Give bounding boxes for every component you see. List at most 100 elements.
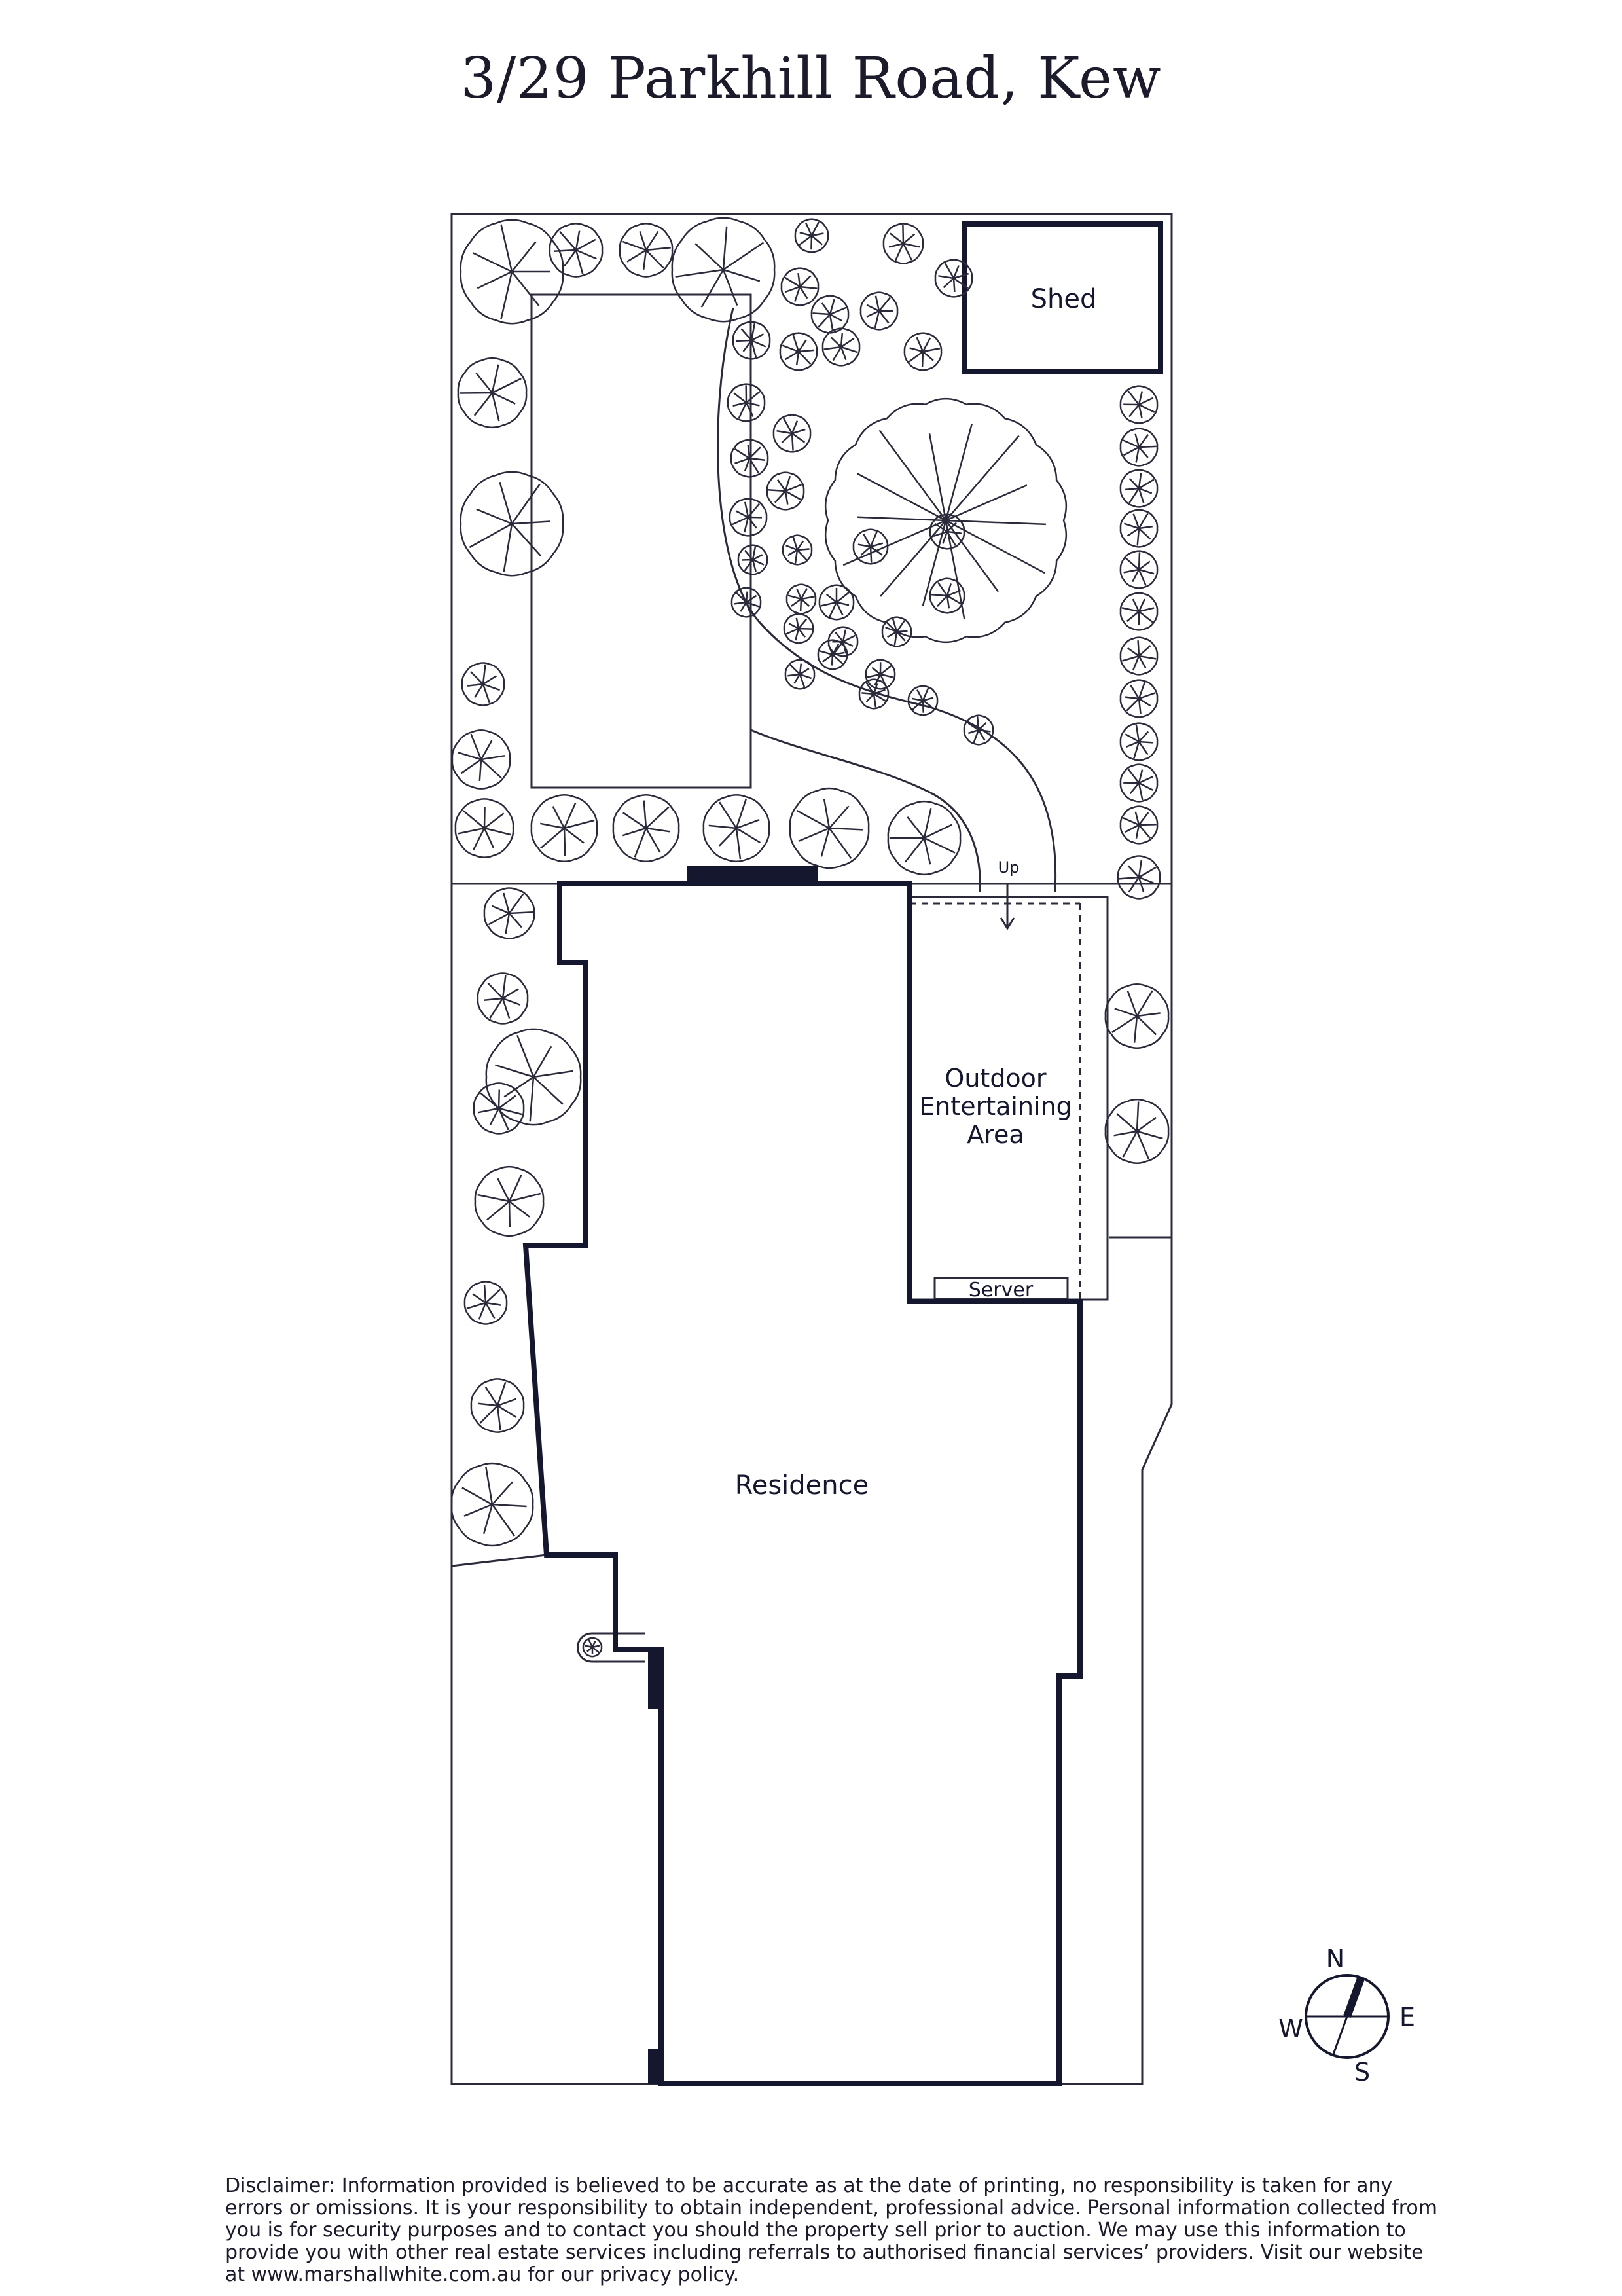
tree-canopy bbox=[785, 583, 817, 615]
tree-branch bbox=[746, 391, 761, 403]
tree-branch bbox=[1127, 390, 1140, 405]
tree-branch bbox=[836, 601, 850, 606]
tree-branch bbox=[575, 249, 584, 274]
tree-branch bbox=[799, 286, 808, 299]
west-side-line bbox=[451, 1554, 547, 1567]
tree-canopy bbox=[780, 267, 820, 306]
tree-branch bbox=[922, 520, 947, 606]
tree-branch bbox=[1126, 991, 1138, 1017]
tree-branch bbox=[469, 670, 484, 685]
tree-branch bbox=[485, 1302, 501, 1306]
tree-branch bbox=[873, 693, 877, 708]
tree-branch bbox=[501, 975, 507, 999]
up-arrow-head bbox=[1000, 917, 1015, 930]
tree-branch bbox=[865, 693, 874, 702]
tree-branch bbox=[1126, 740, 1140, 748]
tree-branch bbox=[484, 812, 505, 829]
tree-branch bbox=[734, 457, 750, 464]
tree-branch bbox=[735, 798, 748, 829]
tree-branch bbox=[752, 554, 763, 561]
tree-canopy bbox=[1119, 428, 1159, 467]
tree-canopy bbox=[1104, 1099, 1170, 1164]
tree-branch bbox=[819, 649, 833, 656]
tree-symbol bbox=[737, 544, 768, 575]
tree-branch bbox=[480, 759, 502, 779]
tree-branch bbox=[821, 653, 833, 663]
tree-canopy bbox=[582, 1637, 603, 1658]
tree-branch bbox=[734, 448, 750, 460]
tree-branch bbox=[539, 828, 565, 849]
tree-symbol bbox=[1117, 855, 1161, 900]
tree-branch bbox=[626, 249, 647, 263]
tree-branch bbox=[946, 594, 962, 605]
tree-branch bbox=[492, 1503, 527, 1508]
compass-n: N bbox=[1326, 1944, 1344, 1973]
tree-branch bbox=[1138, 391, 1144, 405]
tree-branch bbox=[533, 1076, 564, 1105]
tree-branch bbox=[749, 457, 765, 462]
tree-branch bbox=[472, 828, 486, 850]
tree-branch bbox=[508, 1201, 511, 1228]
tree-branch bbox=[1138, 569, 1147, 586]
pool-outline bbox=[530, 293, 752, 789]
tree-branch bbox=[894, 243, 905, 261]
tree-branch bbox=[1125, 557, 1140, 570]
tree-branch bbox=[736, 592, 747, 603]
tree-symbol bbox=[470, 1378, 525, 1433]
tree-branch bbox=[1138, 824, 1151, 839]
tree-branch bbox=[829, 306, 847, 316]
tree-branch bbox=[463, 810, 485, 829]
tree-symbol bbox=[457, 357, 528, 429]
tree-branch bbox=[1138, 560, 1151, 571]
tree-branch bbox=[777, 479, 787, 492]
tree-branch bbox=[829, 299, 835, 315]
tree-branch bbox=[921, 351, 924, 367]
tree-branch bbox=[483, 806, 486, 829]
tree-branch bbox=[953, 277, 969, 289]
tree-symbol bbox=[963, 714, 994, 746]
tree-branch bbox=[797, 272, 801, 287]
tree-branch bbox=[1138, 655, 1157, 660]
tree-branch bbox=[842, 629, 847, 642]
tree-branch bbox=[793, 674, 801, 684]
tree-canopy bbox=[450, 1462, 534, 1547]
outdoor-label-3: Area bbox=[967, 1120, 1024, 1149]
tree-canopy bbox=[454, 798, 514, 858]
tree-symbol bbox=[454, 798, 514, 858]
tree-branch bbox=[470, 733, 482, 760]
tree-canopy bbox=[1119, 679, 1159, 718]
tree-branch bbox=[496, 1405, 501, 1430]
tree-branch bbox=[835, 602, 844, 616]
tree-branch bbox=[944, 263, 955, 279]
tree-canopy bbox=[457, 357, 528, 429]
tree-branch bbox=[842, 519, 946, 566]
tree-branch bbox=[1138, 876, 1154, 884]
tree-branch bbox=[902, 243, 913, 261]
tree-canopy bbox=[1119, 805, 1159, 845]
tree-branch bbox=[735, 828, 742, 860]
tree-symbol bbox=[858, 678, 890, 710]
tree-canopy bbox=[729, 498, 768, 537]
tree-branch bbox=[529, 1076, 535, 1122]
tree-branch bbox=[1133, 1015, 1138, 1043]
tree-branch bbox=[457, 827, 485, 835]
tree-branch bbox=[832, 654, 844, 665]
up-label: Up bbox=[998, 858, 1020, 877]
tree-symbol bbox=[1104, 1099, 1170, 1164]
tree-symbol bbox=[671, 217, 776, 323]
tree-canopy bbox=[530, 793, 598, 863]
tree-branch bbox=[492, 905, 510, 915]
tree-canopy bbox=[451, 729, 511, 790]
tree-branch bbox=[1138, 698, 1142, 714]
tree-branch bbox=[832, 346, 842, 361]
tree-branch bbox=[866, 304, 880, 312]
tree-canopy bbox=[1119, 592, 1159, 631]
tree-branch bbox=[1123, 522, 1140, 530]
tree-branch bbox=[801, 598, 810, 607]
tree-branch bbox=[482, 1504, 494, 1535]
tree-branch bbox=[874, 310, 880, 329]
tree-canopy bbox=[821, 327, 861, 367]
tree-branch bbox=[1138, 598, 1146, 612]
tree-canopy bbox=[929, 577, 965, 614]
tree-canopy bbox=[789, 787, 870, 869]
